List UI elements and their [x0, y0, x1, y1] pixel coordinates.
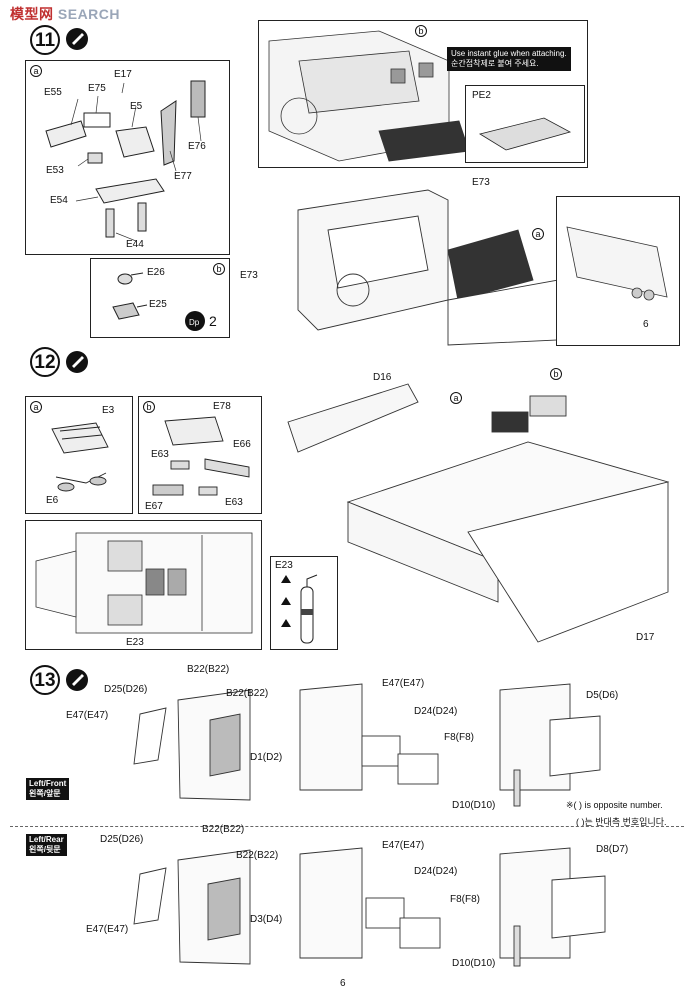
opposite-number-note-ko: ( )는 반대측 번호입니다.	[576, 817, 667, 827]
quantity: 2	[209, 313, 217, 329]
part-label: B22(B22)	[187, 664, 230, 675]
svg-text:Dp: Dp	[189, 318, 200, 327]
part-label: D24(D24)	[414, 866, 458, 877]
part-label: D25(D26)	[104, 684, 148, 695]
front-door-drawing	[133, 683, 601, 807]
page-number: 6	[340, 978, 346, 989]
part-label: E78	[213, 401, 231, 412]
glue-icon	[66, 351, 88, 373]
callout-a: a	[30, 401, 42, 413]
part-label: D8(D7)	[596, 844, 629, 855]
part-label: E17	[114, 69, 132, 80]
part-label: E73	[472, 177, 490, 188]
callout-a: a	[532, 228, 544, 240]
glue-icon	[66, 28, 88, 50]
part-label: E6	[46, 495, 59, 506]
step-number-12: 12	[30, 347, 60, 377]
part-label: E73	[240, 270, 258, 281]
part-label: E63	[225, 497, 243, 508]
callout-a: a	[30, 65, 42, 77]
part-label: E5	[130, 101, 143, 112]
part-label: E47(E47)	[66, 710, 109, 721]
part-label: E47(E47)	[86, 924, 129, 935]
part-label: D24(D24)	[414, 706, 458, 717]
callout-b: b	[415, 25, 427, 37]
part-label: D3(D4)	[250, 914, 283, 925]
part-label: D10(D10)	[452, 800, 496, 811]
part-label: E23	[126, 637, 144, 648]
part-label: E25	[149, 299, 167, 310]
callout-b: b	[143, 401, 155, 413]
step11-dashboard-inset: b Use instant glue when attaching. 순간접착제…	[258, 20, 588, 168]
part-label: E23	[275, 560, 293, 571]
part-label: B22(B22)	[236, 850, 279, 861]
part-label: E66	[233, 439, 251, 450]
callout-b: b	[213, 263, 225, 275]
left-front-tag: Left/Front 왼쪽/앞문	[26, 778, 70, 800]
part-label: E26	[147, 267, 165, 278]
instant-glue-note: Use instant glue when attaching. 순간접착제로 …	[447, 47, 571, 71]
left-rear-tag: Left/Rear 왼쪽/뒷문	[26, 834, 67, 856]
badge: 6	[643, 319, 649, 330]
part-label: E54	[50, 195, 68, 206]
part-label: D10(D10)	[452, 958, 496, 969]
part-label: E47(E47)	[382, 678, 425, 689]
glue-icon	[66, 669, 88, 691]
step12-plan-view: E23	[25, 520, 262, 650]
step11-rear-inset: 6	[556, 196, 680, 346]
pe2-detail: PE2	[465, 85, 585, 163]
part-label: B22(B22)	[226, 688, 269, 699]
part-label: E3	[102, 405, 115, 416]
divider	[10, 826, 684, 827]
callout-a: a	[450, 392, 462, 404]
watermark: 模型网 SEARCH	[10, 6, 121, 22]
step12-main-drawing	[287, 383, 670, 643]
part-label: B22(B22)	[202, 824, 245, 835]
extinguisher-drawing	[281, 574, 318, 644]
step12-subassembly-a: a E3 E6	[25, 396, 133, 514]
part-label: E44	[126, 239, 144, 250]
part-label: D25(D26)	[100, 834, 144, 845]
step11-a-drawing	[45, 80, 206, 242]
rear-door-drawing	[133, 847, 606, 967]
part-label: E53	[46, 165, 64, 176]
plan-drawing	[35, 532, 253, 634]
part-label: D17	[636, 632, 655, 643]
part-label: PE2	[472, 90, 491, 101]
step11-subassembly-b: b Dp E26 E25 2	[90, 258, 230, 338]
dashboard-drawing	[268, 30, 470, 162]
step12-a-drawing	[51, 422, 109, 492]
part-label: E75	[88, 83, 106, 94]
part-label: E76	[188, 141, 206, 152]
part-label: F8(F8)	[450, 894, 480, 905]
step11-main-drawing	[297, 189, 559, 346]
step12-subassembly-b: b E78 E63 E66 E67 E63	[138, 396, 262, 514]
part-label: E55	[44, 87, 62, 98]
part-label: D16	[373, 372, 392, 383]
part-label: E47(E47)	[382, 840, 425, 851]
step-number-13: 13	[30, 665, 60, 695]
part-label: E67	[145, 501, 163, 512]
step-number-11: 11	[30, 25, 60, 55]
part-label: D5(D6)	[586, 690, 619, 701]
step11-b-drawing: Dp	[112, 272, 205, 331]
part-label: E63	[151, 449, 169, 460]
step12-b-drawing	[152, 416, 250, 496]
part-label: E77	[174, 171, 192, 182]
opposite-number-note: ※( ) is opposite number.	[566, 800, 663, 810]
rear-drawing	[566, 226, 668, 301]
part-label: D1(D2)	[250, 752, 283, 763]
step11-subassembly-a: a E55 E75 E17 E5 E53 E54 E44 E77	[25, 60, 230, 255]
extinguisher-detail: E23	[270, 556, 338, 650]
part-label: F8(F8)	[444, 732, 474, 743]
callout-b: b	[550, 368, 562, 380]
